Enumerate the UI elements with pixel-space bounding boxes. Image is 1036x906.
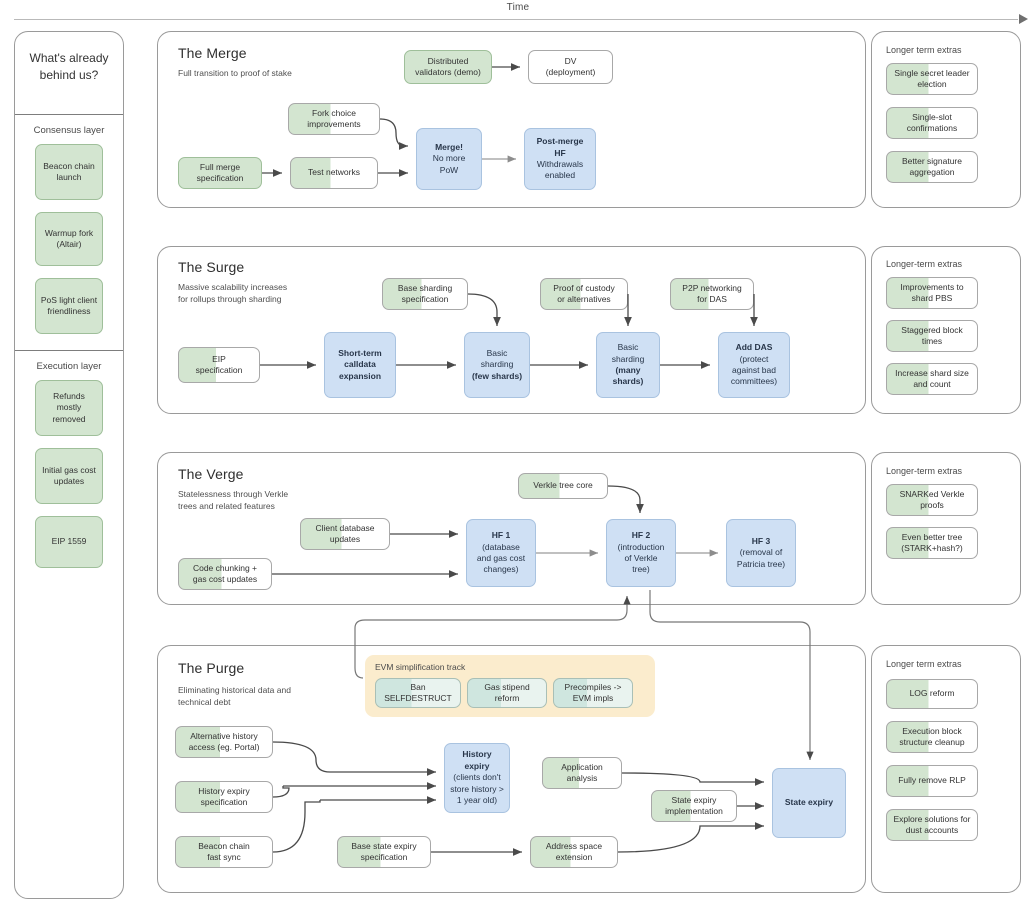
- extra-increase-shard-size[interactable]: Increase shard size and count: [886, 363, 978, 395]
- phase-title-purge: The Purge: [178, 660, 245, 676]
- phase-subtitle-surge: Massive scalability increases for rollup…: [178, 282, 288, 305]
- phase-title-verge: The Verge: [178, 466, 244, 482]
- sidebar-item-eip-1559[interactable]: EIP 1559: [35, 516, 103, 568]
- extra-even-better-tree[interactable]: Even better tree (STARK+hash?): [886, 527, 978, 559]
- extras-title-purge: Longer term extras: [886, 659, 962, 669]
- extra-single-secret-leader-election[interactable]: Single secret leader election: [886, 63, 978, 95]
- extra-better-signature-aggregation[interactable]: Better signature aggregation: [886, 151, 978, 183]
- extras-title-verge: Longer-term extras: [886, 466, 963, 476]
- node-verkle-tree-core[interactable]: Verkle tree core: [518, 473, 608, 499]
- node-code-chunking[interactable]: Code chunking +gas cost updates: [178, 558, 272, 590]
- sidebar-item-warmup-fork[interactable]: Warmup fork (Altair): [35, 212, 103, 266]
- node-test-networks[interactable]: Test networks: [290, 157, 378, 189]
- time-axis-line: [14, 19, 1018, 20]
- sidebar-item-initial-gas-cost[interactable]: Initial gas cost updates: [35, 448, 103, 504]
- evm-track-title: EVM simplification track: [375, 662, 466, 672]
- sidebar-group-title-execution: Execution layer: [36, 361, 102, 372]
- extras-title-surge: Longer-term extras: [886, 259, 963, 269]
- extras-title-merge: Longer term extras: [886, 45, 962, 55]
- node-precompiles-evm-impls[interactable]: Precompiles ->EVM impls: [553, 678, 633, 708]
- extra-execution-block-structure-cleanup[interactable]: Execution block structure cleanup: [886, 721, 978, 753]
- extra-explore-dust-accounts[interactable]: Explore solutions for dust accounts: [886, 809, 978, 841]
- phase-panel-merge: [157, 31, 866, 208]
- sidebar-group-title-consensus: Consensus layer: [33, 125, 105, 136]
- extra-single-slot-confirmations[interactable]: Single-slot confirmations: [886, 107, 978, 139]
- sidebar-heading: What's already behind us?: [29, 51, 109, 83]
- time-arrow-icon: [1019, 14, 1028, 24]
- phase-title-surge: The Surge: [178, 259, 245, 275]
- extra-fully-remove-rlp[interactable]: Fully remove RLP: [886, 765, 978, 797]
- extra-snarked-verkle-proofs[interactable]: SNARKed Verkle proofs: [886, 484, 978, 516]
- extra-improvements-shard-pbs[interactable]: Improvements to shard PBS: [886, 277, 978, 309]
- sidebar-divider-1: [15, 114, 123, 115]
- sidebar-item-pos-light-client[interactable]: PoS light client friendliness: [35, 278, 103, 334]
- already-behind-sidebar: What's already behind us? Consensus laye…: [14, 31, 124, 899]
- time-axis-label: Time: [506, 2, 530, 13]
- phase-subtitle-merge: Full transition to proof of stake: [178, 68, 292, 78]
- phase-subtitle-purge: Eliminating historical data and technica…: [178, 685, 291, 708]
- sidebar-divider-2: [15, 350, 123, 351]
- extra-staggered-block-times[interactable]: Staggered block times: [886, 320, 978, 352]
- node-dv-deployment[interactable]: DV(deployment): [528, 50, 613, 84]
- sidebar-item-refunds-removed[interactable]: Refunds mostly removed: [35, 380, 103, 436]
- phase-subtitle-verge: Statelessness through Verkle trees and r…: [178, 489, 289, 512]
- node-state-expiry[interactable]: State expiry: [772, 768, 846, 838]
- phase-title-merge: The Merge: [178, 45, 247, 61]
- extra-log-reform[interactable]: LOG reform: [886, 679, 978, 709]
- sidebar-item-beacon-chain-launch[interactable]: Beacon chain launch: [35, 144, 103, 200]
